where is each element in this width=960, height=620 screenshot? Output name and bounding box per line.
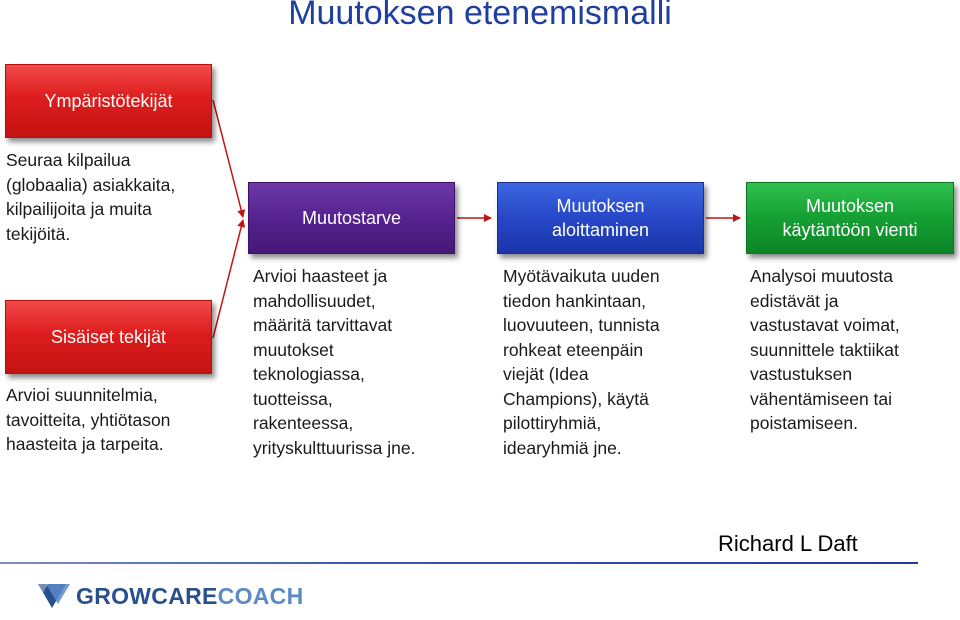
stage-initiation-box: Muutoksen aloittaminen xyxy=(497,182,704,254)
growcarecoach-logo: GROWCARECOACH xyxy=(36,579,304,613)
connector-internal-to-need xyxy=(212,219,246,339)
internal-factors-box: Sisäiset tekijät xyxy=(5,300,212,374)
author-credit: Richard L Daft xyxy=(718,531,858,556)
stage-initiation-label-line1: Muutoksen xyxy=(556,196,645,216)
internal-factors-text: Arvioi suunnitelmia, tavoitteita, yhtiöt… xyxy=(6,385,171,454)
stage-change-need-text: Arvioi haasteet ja mahdollisuudet, määri… xyxy=(253,266,416,458)
logo-mark-icon xyxy=(38,584,70,608)
connector-env-to-need xyxy=(212,99,246,218)
environment-factors-box: Ympäristötekijät xyxy=(5,64,212,138)
environment-factors-text: Seuraa kilpailua (globaalia) asiakkaita,… xyxy=(6,150,176,244)
stage-implementation-label-line1: Muutoksen xyxy=(805,196,895,216)
stage-implementation-label-line2: käytäntöön vienti xyxy=(782,220,918,240)
stage-implementation-box: Muutoksen käytäntöön vienti xyxy=(746,182,954,254)
stage-implementation-text: Analysoi muutosta edistävät ja vastustav… xyxy=(750,266,900,433)
logo-wordmark: GROWCARECOACH xyxy=(76,582,304,609)
page-title: Muutoksen etenemismalli xyxy=(288,0,672,32)
footer-divider xyxy=(0,562,918,564)
stage-initiation-label-line2: aloittaminen xyxy=(551,220,650,240)
internal-factors-label: Sisäiset tekijät xyxy=(50,327,167,347)
stage-change-need-label: Muutostarve xyxy=(301,208,402,228)
stage-initiation-text: Myötävaikuta uuden tiedon hankintaan, lu… xyxy=(503,266,660,458)
stage-change-need-box: Muutostarve xyxy=(248,182,455,254)
environment-factors-label: Ympäristötekijät xyxy=(44,91,173,111)
